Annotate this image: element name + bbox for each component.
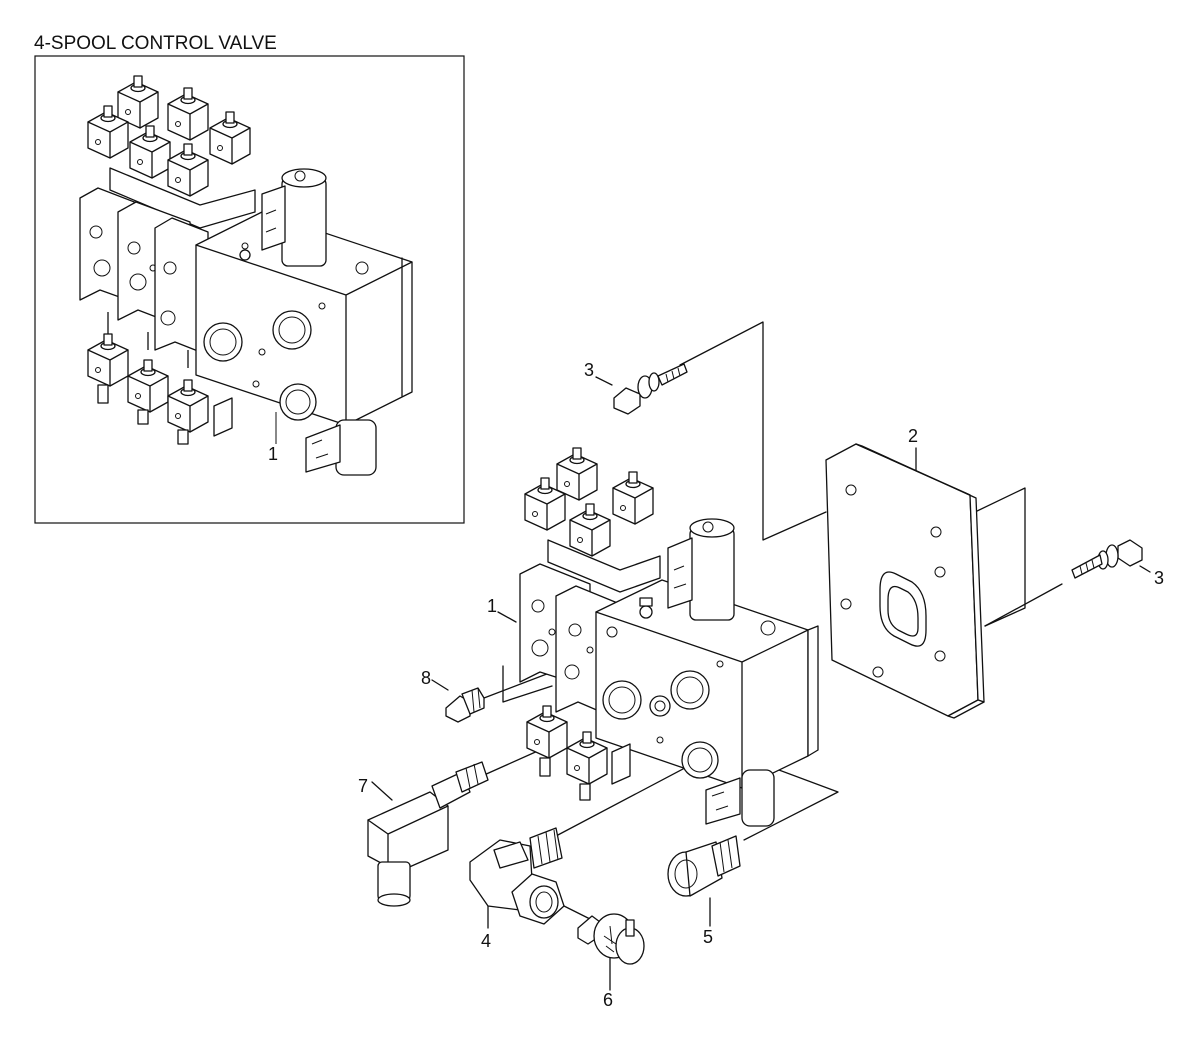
inset-solenoid-3 (209, 111, 251, 165)
inset-lower-solenoid-1 (87, 333, 129, 387)
inset-callout-1: 1 (268, 444, 278, 464)
part-1-valve-assembly (519, 447, 819, 827)
inset-frame (34, 55, 465, 524)
inset-lower-solenoid-3 (167, 379, 209, 433)
inset-solenoid-5 (129, 125, 171, 179)
callout-4: 4 (481, 931, 491, 951)
part-3-bolt-upper (613, 363, 688, 415)
callout-8: 6 (603, 990, 613, 1010)
callout-1: 1 (487, 596, 497, 616)
inset-lower-solenoid-2 (127, 359, 169, 413)
part-5-adapter (667, 835, 741, 897)
part-3-bolt-right (1071, 539, 1143, 579)
inset-valve-assembly (79, 75, 413, 476)
part-8-plug (577, 913, 645, 965)
main-lower-solenoid-1 (526, 705, 568, 759)
main-solenoid-4 (569, 503, 611, 557)
callout-3-right: 3 (1154, 568, 1164, 588)
part-6-elbow-connector (367, 761, 489, 907)
callout-2: 2 (908, 426, 918, 446)
part-2-flange-plate (825, 443, 985, 719)
callout-7: 8 (421, 668, 431, 688)
part-4-elbow-fitting (469, 827, 565, 925)
inset-solenoid-6 (167, 143, 209, 197)
inset-solenoid-2 (167, 87, 209, 141)
main-solenoid-2 (612, 471, 654, 525)
main-solenoid-1 (556, 447, 598, 501)
callout-5: 5 (703, 927, 713, 947)
part-7-fitting (445, 687, 485, 723)
callout-3-upper: 3 (584, 360, 594, 380)
callout-6: 7 (358, 776, 368, 796)
figure-title: 4-SPOOL CONTROL VALVE (34, 33, 277, 54)
